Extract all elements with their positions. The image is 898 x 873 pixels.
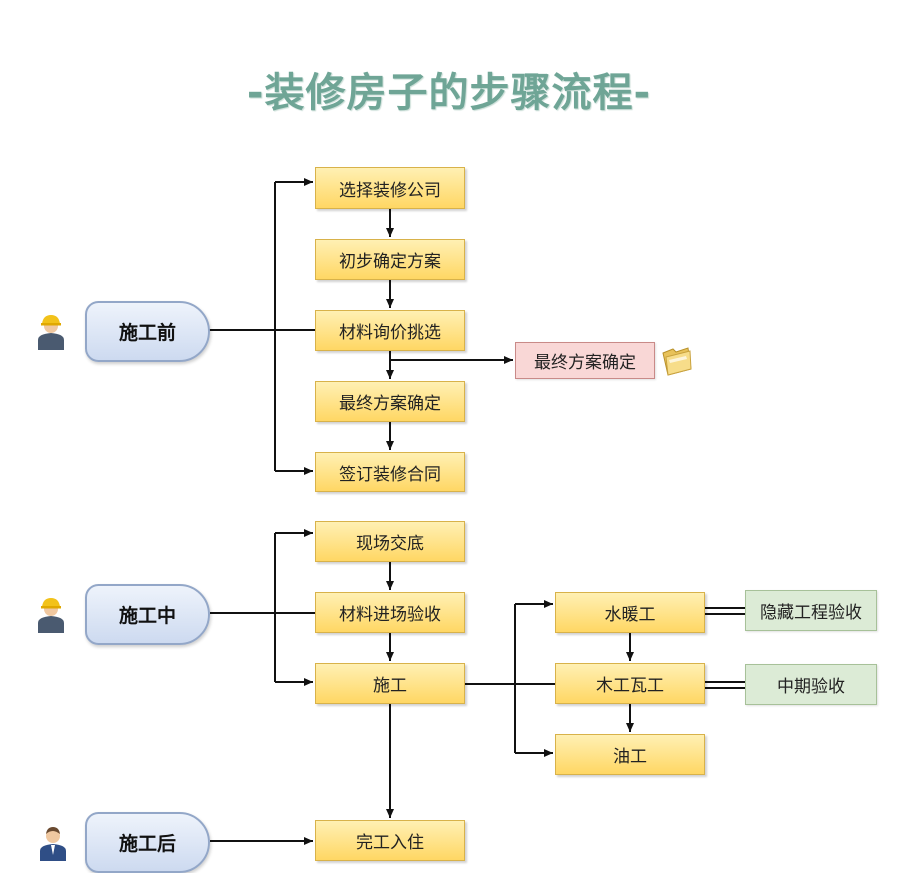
phase-after-label: 施工后 [118,833,176,855]
folder-icon [662,347,692,376]
step-move-in: 完工入住 [315,820,465,861]
step-carpentry-tiling: 木工瓦工 [555,663,705,704]
note-final-plan-label: 最终方案确定 [534,353,636,373]
phase-after: 施工后 [85,812,210,873]
note-hidden-inspection: 隐藏工程验收 [745,590,877,631]
phase-during-label: 施工中 [118,605,176,627]
step-painting: 油工 [555,734,705,775]
worker-icon [38,598,64,633]
phase-during: 施工中 [85,584,210,645]
step-final-plan-label: 最终方案确定 [339,394,441,414]
step-painting-label: 油工 [613,747,647,767]
step-final-plan: 最终方案确定 [315,381,465,422]
step-move-in-label: 完工入住 [356,833,424,853]
note-hidden-inspection-label: 隐藏工程验收 [760,603,862,623]
step-sign-contract: 签订装修合同 [315,452,465,492]
step-material-inspection-label: 材料进场验收 [339,605,441,625]
phase-before: 施工前 [85,301,210,362]
step-construction-label: 施工 [373,676,407,696]
note-final-plan: 最终方案确定 [515,342,655,379]
step-initial-plan: 初步确定方案 [315,239,465,280]
step-choose-company-label: 选择装修公司 [339,180,441,201]
page-title: -装修房子的步骤流程- [246,70,652,116]
step-material-selection-label: 材料询价挑选 [339,323,441,343]
step-construction: 施工 [315,663,465,704]
businessman-icon [40,827,66,861]
phase-before-label: 施工前 [118,322,176,344]
step-material-inspection: 材料进场验收 [315,592,465,633]
step-choose-company: 选择装修公司 [315,167,465,209]
step-plumbing-label: 水暖工 [604,605,656,625]
note-midterm-inspection: 中期验收 [745,664,877,705]
step-sign-contract-label: 签订装修合同 [339,464,441,485]
worker-icon [38,315,64,350]
step-material-selection: 材料询价挑选 [315,310,465,351]
step-site-handover: 现场交底 [315,521,465,562]
step-plumbing: 水暖工 [555,592,705,633]
step-initial-plan-label: 初步确定方案 [339,252,441,272]
note-midterm-inspection-label: 中期验收 [777,677,845,697]
step-carpentry-tiling-label: 木工瓦工 [596,676,664,696]
step-site-handover-label: 现场交底 [356,534,424,554]
